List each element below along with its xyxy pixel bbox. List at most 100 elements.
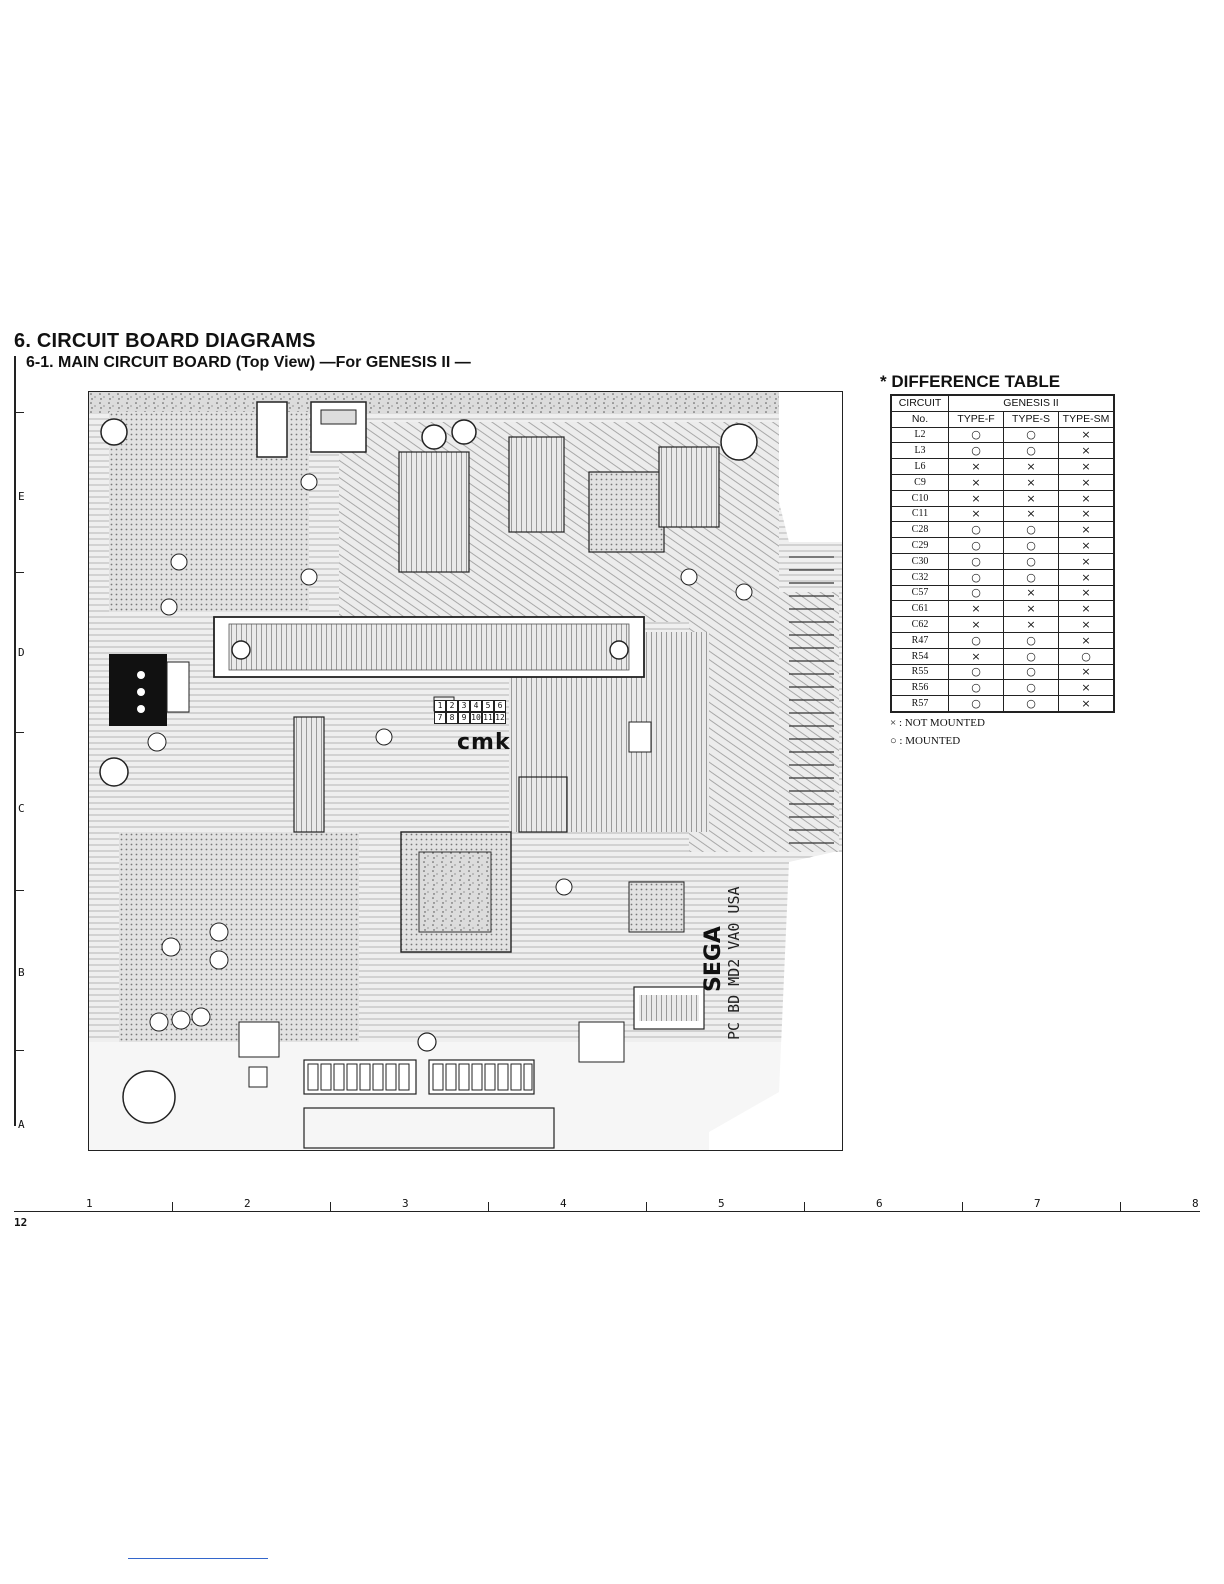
row-label-b: B [18, 966, 25, 979]
pin-label: 5 [482, 700, 494, 712]
table-row: C11××× [890, 505, 1115, 523]
mount-status-cell: × [948, 616, 1004, 633]
mount-status-cell: ○ [1003, 442, 1059, 460]
mount-status-cell: ○ [948, 679, 1004, 697]
mount-status-cell: × [1058, 489, 1115, 507]
row-label-c: C [18, 802, 25, 815]
circuit-cell: L3 [890, 442, 949, 460]
row-tick [14, 732, 24, 733]
mount-status-cell: ○ [948, 552, 1004, 570]
mount-status-cell: ○ [1003, 521, 1059, 539]
mount-status-cell: × [1058, 600, 1115, 618]
difference-table: CIRCUIT GENESIS II No. TYPE-F TYPE-S TYP… [890, 394, 1115, 713]
header-circuit: CIRCUIT [890, 394, 949, 412]
column-label: 1 [86, 1197, 93, 1210]
mount-status-cell: × [1058, 631, 1115, 649]
mount-status-cell: × [1003, 600, 1059, 618]
table-row: R47○○× [890, 631, 1115, 649]
circuit-cell: L2 [890, 426, 949, 444]
mount-status-cell: ○ [1003, 631, 1059, 649]
board-artwork [89, 392, 842, 1150]
mount-status-cell: ○ [948, 521, 1004, 539]
mount-status-cell: × [1058, 426, 1115, 444]
circuit-cell: R55 [890, 663, 949, 681]
mount-status-cell: × [1003, 505, 1059, 523]
mount-status-cell: × [1003, 584, 1059, 602]
mount-status-cell: ○ [948, 663, 1004, 681]
table-row: C57○×× [890, 584, 1115, 602]
table-row: C29○○× [890, 537, 1115, 554]
mount-status-cell: × [1003, 458, 1059, 475]
maker-mark: cmk [457, 730, 511, 755]
mount-status-cell: ○ [1003, 679, 1059, 697]
mount-status-cell: × [1058, 584, 1115, 602]
mount-status-cell: × [1003, 489, 1059, 507]
mount-status-cell: ○ [1058, 647, 1115, 665]
mount-status-cell: × [1058, 695, 1115, 713]
table-row: C9××× [890, 473, 1115, 491]
header-type-sm: TYPE-SM [1058, 410, 1115, 428]
column-tick [488, 1202, 489, 1211]
circuit-board-diagram: 1 2 3 4 5 6 7 8 9 10 11 12 cmk SEGA PC B… [88, 391, 843, 1151]
pin-label: 4 [470, 700, 482, 712]
pcb-id-text: PC BD MD2 VA0 USA [725, 886, 743, 1040]
column-label: 4 [560, 1197, 567, 1210]
mount-status-cell: ○ [948, 442, 1004, 460]
row-label-e: E [18, 490, 25, 503]
circuit-cell: R57 [890, 695, 949, 713]
pin-label: 8 [446, 712, 458, 724]
column-label: 2 [244, 1197, 251, 1210]
circuit-cell: R56 [890, 679, 949, 697]
column-label: 3 [402, 1197, 409, 1210]
mount-status-cell: × [948, 600, 1004, 618]
circuit-cell: C30 [890, 552, 949, 570]
mount-status-cell: ○ [948, 568, 1004, 586]
circuit-cell: C29 [890, 537, 949, 554]
difference-table-title: * DIFFERENCE TABLE [880, 372, 1061, 391]
page-number: 12 [14, 1216, 28, 1229]
circuit-cell: L6 [890, 458, 949, 475]
row-tick [14, 412, 24, 413]
mount-status-cell: × [948, 473, 1004, 491]
page-title: 6. CIRCUIT BOARD DIAGRAMS [14, 330, 316, 352]
pin-label: 2 [446, 700, 458, 712]
column-label: 6 [876, 1197, 883, 1210]
table-row: C10××× [890, 489, 1115, 507]
mount-status-cell: ○ [1003, 663, 1059, 681]
difference-table-body: L2○○×L3○○×L6×××C9×××C10×××C11×××C28○○×C2… [890, 426, 1115, 713]
mount-status-cell: × [1058, 537, 1115, 554]
pin-label: 11 [482, 712, 494, 724]
mount-status-cell: ○ [948, 426, 1004, 444]
row-tick [14, 1050, 24, 1051]
table-row: R56○○× [890, 679, 1115, 697]
left-margin-rule [14, 356, 16, 1126]
mount-status-cell: × [1058, 568, 1115, 586]
circuit-cell: C28 [890, 521, 949, 539]
circuit-cell: C11 [890, 505, 949, 523]
mount-status-cell: × [1003, 616, 1059, 633]
row-tick [14, 572, 24, 573]
mount-status-cell: ○ [948, 695, 1004, 713]
header-type-s: TYPE-S [1003, 410, 1059, 428]
mount-status-cell: ○ [1003, 647, 1059, 665]
mount-status-cell: ○ [1003, 426, 1059, 444]
header-type-f: TYPE-F [948, 410, 1004, 428]
mount-status-cell: × [1003, 473, 1059, 491]
mount-status-cell: ○ [948, 537, 1004, 554]
pin-label: 7 [434, 712, 446, 724]
footer-link-underline [128, 1558, 268, 1559]
circuit-cell: C61 [890, 600, 949, 618]
mount-status-cell: ○ [1003, 695, 1059, 713]
column-tick [962, 1202, 963, 1211]
table-row: R54×○○ [890, 647, 1115, 665]
mount-status-cell: ○ [948, 584, 1004, 602]
pin-label: 10 [470, 712, 482, 724]
table-row: L2○○× [890, 426, 1115, 444]
pin-label: 3 [458, 700, 470, 712]
mount-status-cell: × [1058, 442, 1115, 460]
column-label: 7 [1034, 1197, 1041, 1210]
circuit-cell: C10 [890, 489, 949, 507]
row-label-d: D [18, 646, 25, 659]
row-tick [14, 890, 24, 891]
page-subtitle: 6-1. MAIN CIRCUIT BOARD (Top View) —For … [26, 354, 471, 371]
